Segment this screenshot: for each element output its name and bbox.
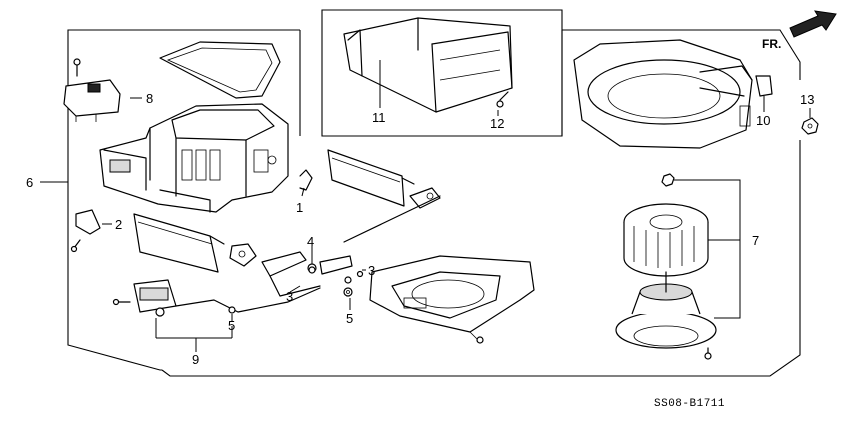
front-direction-label: FR. [762,37,781,51]
screw-icon [704,347,712,360]
assembly-frame-right [562,29,801,80]
assembly-frame-bottom [161,140,801,377]
callout-5: 5 [228,318,235,333]
door-clip [299,169,313,191]
callout-1: 1 [296,200,303,215]
lower-fan-housing [369,255,535,344]
leader-lines [40,60,811,352]
duct-frame [321,9,563,137]
filter-gasket [159,41,281,99]
callout-10: 10 [756,113,770,128]
blower-resistor [63,79,121,122]
diagram-code: SS08-B1711 [654,398,725,410]
air-duct [343,17,513,113]
nut-icon [801,117,819,135]
control-cable [175,287,321,314]
callout-7: 7 [752,233,759,248]
blower-case [99,103,289,213]
grommet-icon [308,266,316,274]
callout-9: 9 [192,352,199,367]
callout-11: 11 [372,110,386,125]
callout-5: 5 [346,311,353,326]
screw-icon [73,58,81,77]
callout-3: 3 [368,263,375,278]
blower-fan [623,173,709,277]
door-lever [70,209,101,253]
callout-2: 2 [115,217,122,232]
callout-13: 13 [800,92,814,107]
blower-motor [615,271,717,349]
air-mix-door [133,213,225,273]
door-arm-upper [409,187,441,209]
callout-12: 12 [490,116,504,131]
assembly-frame [67,29,300,371]
callout-8: 8 [146,91,153,106]
screw-icon [343,287,353,297]
callout-3: 3 [286,289,293,304]
door-linkage [229,195,441,297]
upper-blower-housing [573,39,753,149]
door-actuator [112,279,177,317]
clip-icon [755,75,773,97]
recirculation-door [327,149,415,207]
callout-6: 6 [26,175,33,190]
screw-icon [356,270,364,278]
front-direction-arrow-icon [789,10,837,38]
screw-icon [496,91,509,108]
callout-4: 4 [307,234,314,249]
